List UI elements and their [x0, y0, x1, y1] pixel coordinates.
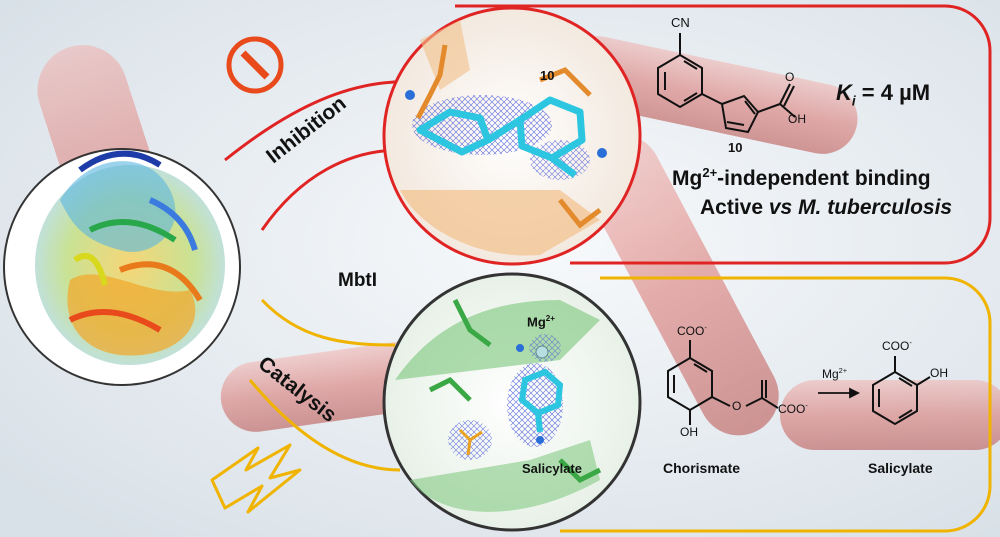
water-molecule	[536, 436, 544, 444]
compound-number-structure: 10	[540, 68, 555, 83]
chorismate-coo-side: COO-	[778, 401, 808, 416]
vs-text: vs	[768, 196, 793, 219]
water-molecule	[597, 148, 607, 158]
mg-text: Mg	[672, 167, 703, 190]
salicylate-oh: OH	[930, 366, 948, 380]
mbti-label: MbtI	[338, 270, 378, 291]
active-text: Active	[700, 196, 769, 219]
catalysis-zoom	[382, 272, 642, 532]
mg-charge: 2+	[702, 165, 718, 180]
active-vs-tb: Active vs M. tuberculosis	[700, 196, 952, 220]
catalysis-frame	[248, 276, 992, 533]
mbti-protein	[3, 148, 241, 386]
coo-charge: -	[704, 323, 707, 332]
coo-charge: -	[805, 401, 808, 410]
mg-site-charge: 2+	[545, 314, 555, 323]
residues	[428, 298, 602, 484]
residues	[415, 44, 602, 229]
lightning-icon	[210, 443, 302, 514]
cn-group: CN	[671, 15, 690, 30]
salicylate-ligand	[518, 368, 564, 433]
ki-subscript: i	[851, 93, 856, 109]
arrow-mg-label: Mg2+	[822, 366, 847, 381]
chorismate-structure	[667, 340, 779, 425]
binding-text: -independent binding	[717, 167, 931, 190]
hydroxyl-group: OH	[788, 112, 806, 126]
ki-value: Ki = 4 µM	[836, 80, 930, 108]
chorismate-ether-o: O	[732, 399, 742, 413]
bacterium	[581, 134, 779, 436]
arrow-mg-text: Mg	[822, 367, 839, 381]
mg-site-label: Mg2+	[527, 314, 555, 329]
water-molecule	[516, 344, 524, 352]
bacterium	[780, 380, 1000, 450]
chorismate-label: Chorismate	[663, 460, 741, 476]
salicylate-site-label: Salicylate	[522, 461, 582, 476]
mg-site-text: Mg	[527, 314, 546, 330]
salicylate-coo: COO-	[882, 338, 912, 353]
coo-text: COO	[882, 339, 910, 353]
catalysis-arc-inner	[260, 298, 396, 347]
arrow-mg-charge: 2+	[838, 366, 848, 375]
density-mesh	[507, 363, 563, 447]
water-molecule	[405, 90, 415, 100]
ki-symbol: K	[836, 80, 852, 105]
bacterium	[562, 36, 858, 154]
chorismate-oh: OH	[680, 425, 698, 439]
catalysis-box	[560, 276, 992, 533]
mg-independent-binding: Mg2+-independent binding	[672, 165, 931, 191]
ki-number: = 4 µM	[855, 80, 931, 105]
salicylate-product-label: Salicylate	[868, 460, 933, 476]
inhibitor-ligand	[416, 96, 586, 178]
no-entry-icon	[226, 36, 284, 94]
coo-text: COO	[677, 324, 705, 338]
inhibition-box	[455, 4, 992, 265]
inhibitor-structure	[657, 33, 796, 134]
coo-charge: -	[909, 338, 912, 347]
sulfate-ion	[458, 428, 483, 456]
salicylate-structure	[872, 356, 931, 426]
reaction-arrow	[818, 387, 861, 399]
organism-text: M. tuberculosis	[792, 196, 953, 219]
catalysis-arc-outer	[248, 379, 401, 472]
inhibition-arc-inner	[260, 148, 401, 231]
inhibition-zoom	[382, 6, 642, 266]
chorismate-coo-top: COO-	[677, 323, 707, 338]
furan-oxygen: O	[785, 70, 795, 84]
compound-number-chem: 10	[728, 140, 743, 155]
coo-text: COO	[778, 402, 806, 416]
magnesium-ion	[535, 345, 549, 359]
